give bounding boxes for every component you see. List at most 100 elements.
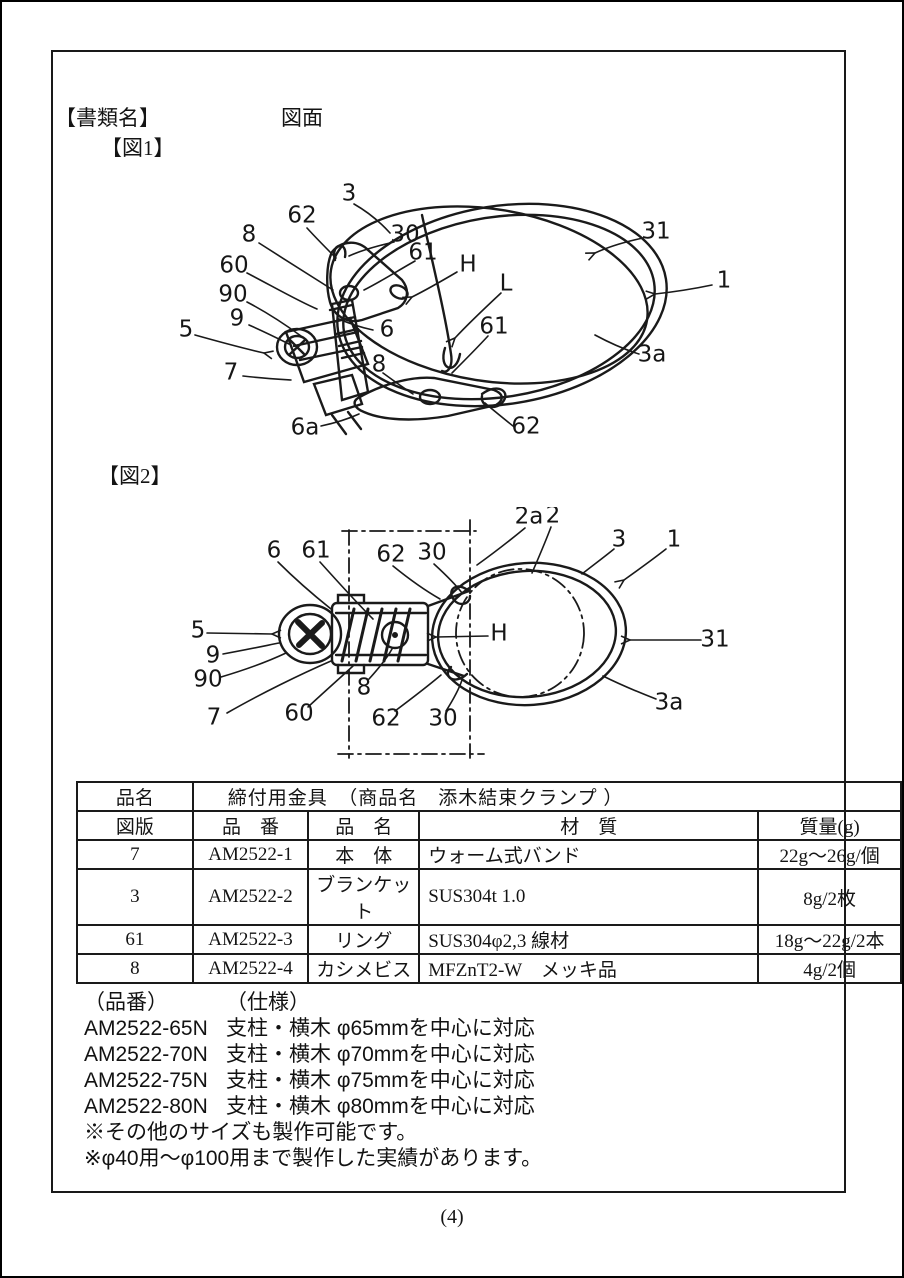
inner-border-frame bbox=[51, 50, 846, 1193]
figure-ref-label: 62 bbox=[287, 203, 316, 229]
table-header-cell: 図版 bbox=[76, 810, 194, 841]
figure-ref-label: 5 bbox=[191, 618, 206, 644]
figure-ref-label: 2a bbox=[515, 507, 544, 530]
figure-ref-label: 3 bbox=[612, 527, 627, 553]
document-kind-label: 【書類名】 bbox=[55, 106, 160, 130]
figure-ref-label: 61 bbox=[479, 314, 508, 340]
figure-ref-label: 3 bbox=[342, 181, 357, 207]
table-header-cell: 品 番 bbox=[191, 810, 310, 841]
table-cell: 22g〜26g/個 bbox=[757, 839, 902, 870]
table-cell: MFZnT2-W メッキ品 bbox=[418, 953, 760, 984]
figure-ref-label: 6 bbox=[267, 538, 282, 564]
figure-ref-label: 2 bbox=[546, 507, 561, 529]
figure2-leader-lines bbox=[206, 526, 702, 714]
figure-ref-label: 61 bbox=[301, 538, 330, 564]
parts-table: 品名 締付用金具 （商品名 添木結束クランプ ） 図版品 番品 名材 質質量(g… bbox=[76, 781, 902, 984]
figure-ref-label: H bbox=[459, 252, 476, 278]
spec-note: ※その他のサイズも製作可能です。 bbox=[84, 1121, 418, 1144]
figure-ref-label: 62 bbox=[376, 542, 405, 568]
figure-ref-label: 30 bbox=[390, 222, 419, 248]
figure-ref-label: 1 bbox=[667, 527, 682, 553]
figure-ref-label: 6a bbox=[291, 415, 320, 441]
table-header-row: 図版品 番品 名材 質質量(g) bbox=[76, 810, 902, 841]
figure-ref-label: 31 bbox=[700, 627, 729, 653]
product-name-value: 締付用金具 （商品名 添木結束クランプ ） bbox=[191, 781, 902, 812]
figure-ref-label: 62 bbox=[371, 706, 400, 732]
figure-ref-label: 6 bbox=[380, 317, 395, 343]
spec-header-code: （品番） bbox=[84, 991, 168, 1014]
table-cell: 18g〜22g/2本 bbox=[757, 924, 902, 955]
figure-ref-label: 90 bbox=[218, 282, 247, 308]
spec-code: AM2522-65N bbox=[84, 1017, 208, 1040]
table-header-cell: 品 名 bbox=[307, 810, 421, 841]
table-cell: 8 bbox=[76, 953, 194, 984]
figure-ref-label: 7 bbox=[207, 705, 222, 731]
table-cell: カシメビス bbox=[307, 953, 421, 984]
spec-row: AM2522-75N 支柱・横木 φ75mmを中心に対応 bbox=[84, 1068, 542, 1094]
table-cell: AM2522-1 bbox=[191, 839, 310, 870]
table-cell: SUS304t 1.0 bbox=[418, 868, 760, 926]
table-cell: 4g/2個 bbox=[757, 953, 902, 984]
spec-note: ※φ40用〜φ100用まで製作した実績があります。 bbox=[84, 1147, 543, 1170]
figure-ref-label: 8 bbox=[357, 675, 372, 701]
figure-ref-label: 60 bbox=[219, 253, 248, 279]
clamp-perspective-linework bbox=[275, 202, 668, 436]
figure-ref-label: 3a bbox=[655, 690, 684, 716]
table-title-row: 品名 締付用金具 （商品名 添木結束クランプ ） bbox=[76, 781, 902, 812]
figure-ref-label: 31 bbox=[641, 219, 670, 245]
figure-ref-label: 30 bbox=[428, 706, 457, 732]
figure-ref-label: 9 bbox=[230, 306, 245, 332]
spec-code: AM2522-75N bbox=[84, 1069, 208, 1092]
table-cell: 7 bbox=[76, 839, 194, 870]
page-number: (4) bbox=[440, 1206, 464, 1228]
table-cell: 8g/2枚 bbox=[757, 868, 902, 926]
figure-ref-label: 90 bbox=[193, 667, 222, 693]
product-name-label: 品名 bbox=[76, 781, 194, 812]
figure-ref-label: H bbox=[490, 621, 507, 647]
table-header-cell: 材 質 bbox=[418, 810, 760, 841]
table-cell: 本 体 bbox=[307, 839, 421, 870]
centerline-dashdot bbox=[337, 519, 585, 759]
table-cell: 3 bbox=[76, 868, 194, 926]
spec-desc: 支柱・横木 φ75mmを中心に対応 bbox=[226, 1069, 535, 1092]
figure-ref-label: 5 bbox=[179, 317, 194, 343]
document-title: 図面 bbox=[281, 106, 323, 130]
table-cell: SUS304φ2,3 線材 bbox=[418, 924, 760, 955]
figure-ref-label: 60 bbox=[284, 701, 313, 727]
figure-ref-label: 62 bbox=[511, 414, 540, 440]
figure-ref-label: 9 bbox=[206, 643, 221, 669]
spec-row: AM2522-65N 支柱・横木 φ65mmを中心に対応 bbox=[84, 1016, 542, 1042]
spec-items: AM2522-65N 支柱・横木 φ65mmを中心に対応 AM2522-70N 支柱・… bbox=[84, 1016, 542, 1172]
clamp-side-linework bbox=[277, 561, 628, 707]
figure1-leader-lines bbox=[194, 203, 713, 427]
parts-table-grid: 品名 締付用金具 （商品名 添木結束クランプ ） 図版品 番品 名材 質質量(g… bbox=[76, 781, 902, 984]
table-cell: リング bbox=[307, 924, 421, 955]
table-cell: ウォーム式バンド bbox=[418, 839, 760, 870]
spec-row: AM2522-80N 支柱・横木 φ80mmを中心に対応 bbox=[84, 1094, 542, 1120]
spec-code: AM2522-70N bbox=[84, 1043, 208, 1066]
figure-ref-label: L bbox=[500, 271, 513, 297]
figure-ref-label: 8 bbox=[242, 222, 257, 248]
spec-header-spec: （仕様） bbox=[226, 991, 310, 1014]
figure-ref-label: 61 bbox=[408, 240, 437, 266]
table-cell: AM2522-3 bbox=[191, 924, 310, 955]
table-cell: AM2522-2 bbox=[191, 868, 310, 926]
figure-ref-label: 3a bbox=[638, 342, 667, 368]
figure-ref-label: 1 bbox=[717, 268, 732, 294]
spec-header-row: （品番） （仕様） bbox=[84, 990, 542, 1016]
spec-code: AM2522-80N bbox=[84, 1095, 208, 1118]
spec-desc: 支柱・横木 φ80mmを中心に対応 bbox=[226, 1095, 535, 1118]
table-cell: 61 bbox=[76, 924, 194, 955]
figure-ref-label: 7 bbox=[224, 360, 239, 386]
table-cell: ブランケット bbox=[307, 868, 421, 926]
spec-desc: 支柱・横木 φ65mmを中心に対応 bbox=[226, 1017, 535, 1040]
